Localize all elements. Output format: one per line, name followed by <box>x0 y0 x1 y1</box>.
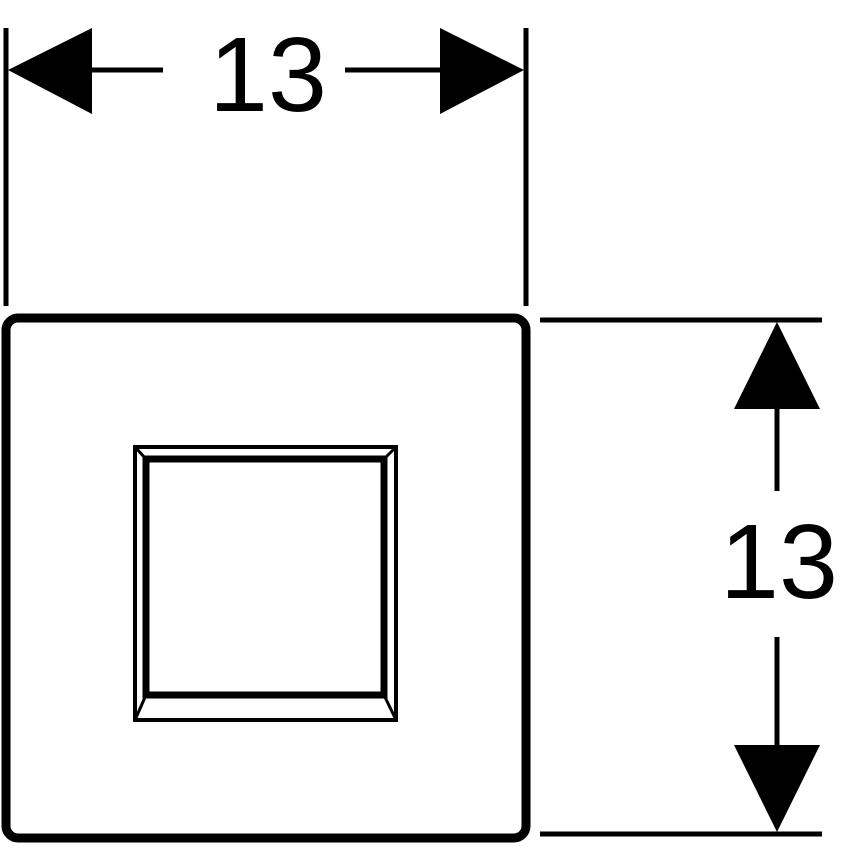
bevel-corner-tr <box>382 445 398 461</box>
arrow-down-icon <box>734 745 820 832</box>
arrow-right-icon <box>440 28 524 114</box>
height-dimension: 13 <box>540 317 838 837</box>
height-label: 13 <box>720 503 838 621</box>
inner-button <box>133 445 398 722</box>
arrow-left-icon <box>8 28 92 114</box>
bevel-corner-br <box>382 694 398 721</box>
bevel-corner-bl <box>133 694 148 721</box>
width-dimension: 13 <box>3 16 529 306</box>
bevel-corner-tl <box>133 445 148 461</box>
button-outer-frame <box>133 445 398 722</box>
arrow-up-icon <box>734 322 820 409</box>
outer-plate <box>1 313 531 843</box>
button-inner-face <box>142 455 388 699</box>
width-label: 13 <box>209 16 327 134</box>
